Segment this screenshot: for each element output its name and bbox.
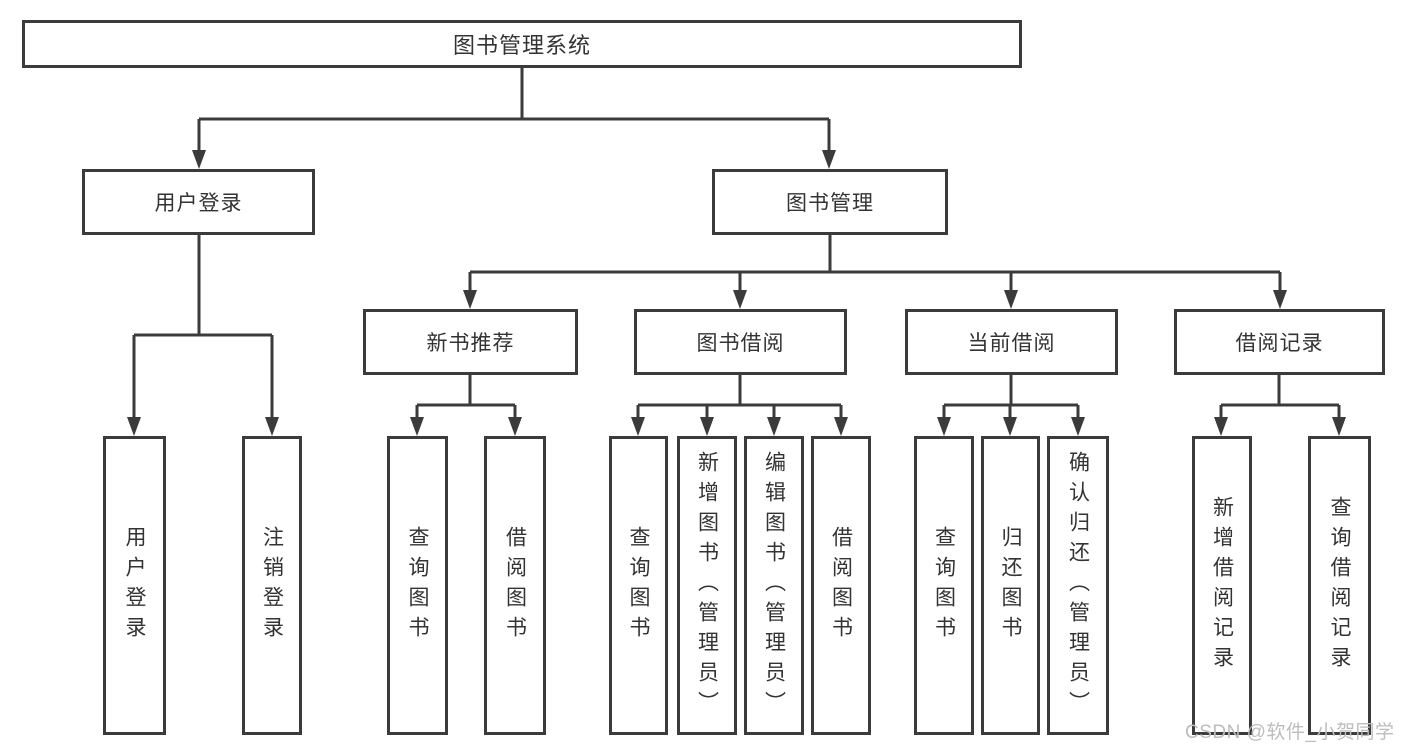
node-label: 图书借阅 [696, 332, 785, 355]
arrow-down-icon [733, 290, 747, 309]
arrow-down-icon [631, 417, 645, 436]
node-current-borrow: 当前借阅 [905, 309, 1118, 375]
node-label: 查询借阅记录 [1328, 495, 1351, 676]
connector-book-mgmt-to-level3 [468, 235, 1282, 291]
node-label: 归还图书 [999, 525, 1022, 646]
arrow-down-icon [127, 417, 141, 436]
arrow-down-icon [1003, 417, 1017, 436]
node-label: 借阅图书 [829, 525, 853, 646]
connector-paths [132, 67, 1341, 418]
arrow-down-icon [410, 417, 424, 436]
arrow-down-icon [508, 417, 522, 436]
node-book-borrow: 图书借阅 [634, 309, 847, 375]
arrow-down-icon [1273, 290, 1287, 309]
connector-new-book-to-leaves [415, 375, 517, 418]
arrow-down-icon [265, 417, 279, 436]
node-label: 借阅记录 [1235, 332, 1324, 355]
arrow-down-icon [1214, 417, 1228, 436]
arrow-down-icon [1004, 290, 1018, 309]
node-label: 查询图书 [932, 525, 956, 646]
node-leaf-add-borrow-record: 新增借阅记录 [1192, 436, 1252, 735]
node-leaf-confirm-return-admin: 确认归还（管理员） [1047, 436, 1109, 735]
node-label: 编辑图书（管理员） [762, 450, 786, 721]
arrow-down-icon [700, 417, 714, 436]
connector-current-borrow-to-leaves [942, 375, 1080, 418]
node-leaf-query-borrow-record: 查询借阅记录 [1308, 436, 1371, 735]
node-leaf-query-books-3: 查询图书 [914, 436, 974, 735]
node-leaf-edit-books-admin: 编辑图书（管理员） [744, 436, 804, 735]
node-label: 借阅图书 [503, 525, 527, 646]
node-leaf-add-books-admin: 新增图书（管理员） [677, 436, 737, 735]
arrow-down-icon [834, 417, 848, 436]
arrow-down-icon [1332, 417, 1346, 436]
connector-borrow-records-to-leaves [1219, 375, 1341, 418]
node-user-login: 用户登录 [82, 169, 315, 235]
connector-user-login-to-leaves [132, 235, 274, 418]
node-label: 查询图书 [406, 525, 429, 646]
node-label: 查询图书 [627, 525, 650, 646]
arrow-down-icon [822, 150, 836, 169]
node-leaf-logout: 注销登录 [242, 436, 302, 735]
node-new-book-recommend: 新书推荐 [363, 309, 578, 375]
node-leaf-user-login: 用户登录 [103, 436, 166, 735]
arrow-down-icon [192, 150, 206, 169]
connector-book-borrow-to-leaves [636, 375, 843, 418]
node-leaf-borrow-books-2: 借阅图书 [811, 436, 871, 735]
node-leaf-return-books: 归还图书 [981, 436, 1040, 735]
node-borrow-records: 借阅记录 [1174, 309, 1385, 375]
node-leaf-query-books-2: 查询图书 [609, 436, 668, 735]
node-label: 新书推荐 [426, 332, 515, 355]
connector-root-to-level2 [197, 67, 831, 151]
node-label: 确认归还（管理员） [1066, 450, 1090, 721]
node-library-management-system: 图书管理系统 [22, 20, 1022, 68]
arrow-down-icon [767, 417, 781, 436]
node-label: 图书管理 [786, 192, 874, 215]
node-label: 新增图书（管理员） [695, 450, 719, 721]
node-label: 用户登录 [154, 192, 243, 215]
arrow-down-icon [1071, 417, 1085, 436]
node-label: 图书管理系统 [452, 33, 591, 58]
arrow-down-icon [937, 417, 951, 436]
node-book-management: 图书管理 [712, 169, 948, 235]
node-leaf-borrow-books-1: 借阅图书 [484, 436, 546, 735]
watermark: CSDN @软件_小贺同学 [1185, 722, 1395, 743]
arrow-down-icon [463, 290, 477, 309]
arrowhead-icons [127, 150, 1346, 436]
node-label: 当前借阅 [967, 332, 1056, 355]
node-label: 新增借阅记录 [1210, 495, 1234, 676]
node-label: 用户登录 [123, 525, 146, 646]
node-label: 注销登录 [260, 525, 284, 646]
node-leaf-query-books-1: 查询图书 [387, 436, 448, 735]
